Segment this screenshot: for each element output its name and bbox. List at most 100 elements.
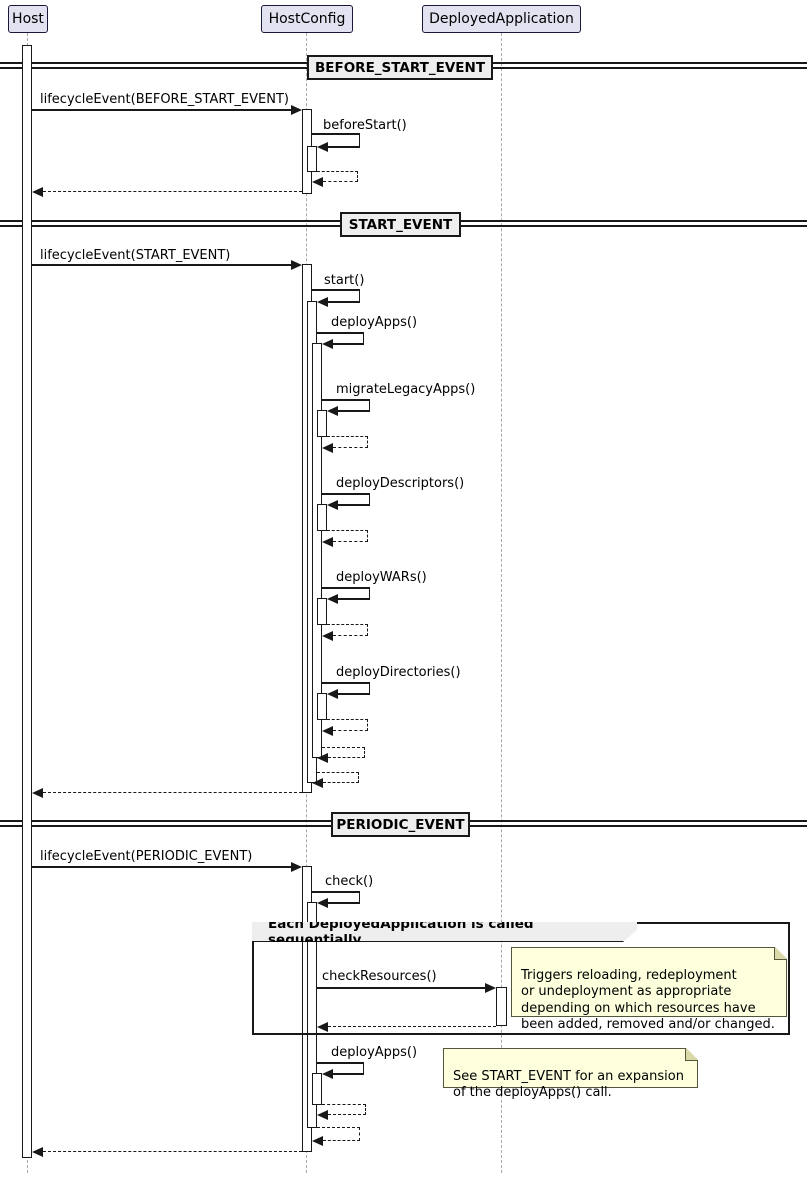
return-line — [367, 530, 368, 542]
return-line — [317, 772, 359, 773]
arrow-head — [312, 1136, 323, 1146]
return-line — [322, 1104, 366, 1105]
message-label: deployApps() — [331, 1045, 418, 1060]
message-line — [32, 866, 291, 868]
self-call-line — [368, 493, 370, 505]
arrow-head — [291, 105, 302, 115]
return-line — [333, 541, 368, 542]
self-call-line — [328, 146, 360, 148]
arrow-head — [322, 726, 333, 736]
arrow-head — [322, 443, 333, 453]
arrow-head — [317, 297, 328, 307]
return-line — [333, 730, 368, 731]
activation-deploy-apps-periodic — [312, 1073, 322, 1105]
self-call-line — [338, 504, 370, 506]
activation-deploy-directories — [317, 693, 327, 720]
return-line — [317, 171, 358, 172]
return-line — [323, 782, 359, 783]
note-check-resources: Triggers reloading, redeployment or unde… — [511, 947, 787, 1032]
arrow-head — [291, 862, 302, 872]
participant-deployedapplication: DeployedApplication — [422, 5, 581, 33]
divider-start-event: START_EVENT — [340, 212, 461, 237]
self-call-line — [317, 1062, 364, 1064]
arrow-head — [317, 1022, 328, 1032]
return-line — [323, 181, 358, 182]
activation-migrate-legacy-apps — [317, 410, 327, 437]
return-line — [367, 719, 368, 731]
message-label: check() — [325, 874, 374, 889]
self-call-line — [368, 587, 370, 599]
message-line — [32, 264, 291, 266]
activation-deploy-descriptors — [317, 504, 327, 531]
self-call-line — [368, 399, 370, 411]
self-call-line — [362, 1062, 364, 1074]
return-line — [365, 1104, 366, 1115]
participant-hostconfig: HostConfig — [261, 5, 353, 33]
return-line — [327, 624, 368, 625]
lifeline-deployedapplication — [501, 33, 502, 1173]
divider-periodic-event: PERIODIC_EVENT — [331, 812, 470, 837]
return-line — [322, 747, 365, 748]
return-line — [43, 1151, 302, 1152]
self-call-line — [338, 598, 370, 600]
return-line — [43, 792, 302, 793]
self-call-line — [362, 332, 364, 344]
self-call-line — [338, 693, 370, 695]
activation-before-start — [307, 146, 317, 172]
self-call-line — [338, 410, 370, 412]
arrow-head — [322, 1069, 333, 1079]
message-label: lifecycleEvent(START_EVENT) — [40, 248, 231, 263]
self-call-line — [322, 399, 370, 401]
arrow-head — [317, 753, 328, 763]
divider-before-start-event: BEFORE_START_EVENT — [307, 55, 493, 80]
message-line — [317, 987, 485, 989]
message-line — [32, 109, 291, 111]
self-call-line — [312, 289, 360, 291]
arrow-head — [312, 778, 323, 788]
message-label: lifecycleEvent(BEFORE_START_EVENT) — [40, 92, 289, 107]
message-label: deployApps() — [331, 315, 418, 330]
arrow-head — [32, 788, 43, 798]
arrow-head — [322, 537, 333, 547]
arrow-head — [32, 1147, 43, 1157]
activation-host — [22, 45, 32, 1158]
message-label: deployDirectories() — [336, 665, 461, 680]
self-call-line — [328, 301, 360, 303]
self-call-line — [333, 1073, 364, 1075]
return-line — [43, 191, 302, 192]
note-deploy-apps: See START_EVENT for an expansion of the … — [443, 1048, 698, 1100]
self-call-line — [333, 343, 364, 345]
message-label: beforeStart() — [323, 118, 407, 133]
self-call-line — [328, 902, 360, 904]
return-line — [327, 719, 368, 720]
return-line — [333, 635, 368, 636]
group-frame-header: Each DeployedApplication is called seque… — [252, 922, 637, 942]
arrow-head — [32, 187, 43, 197]
arrow-head — [327, 406, 338, 416]
arrow-head — [322, 339, 333, 349]
message-label: migrateLegacyApps() — [336, 382, 476, 397]
self-call-line — [358, 891, 360, 903]
message-label: checkResources() — [322, 969, 437, 984]
return-line — [327, 530, 368, 531]
return-line — [358, 772, 359, 783]
message-label: deployDescriptors() — [336, 476, 465, 491]
arrow-head — [327, 689, 338, 699]
activation-check — [307, 902, 317, 1128]
message-label: deployWARs() — [336, 570, 427, 585]
self-call-line — [322, 587, 370, 589]
return-line — [317, 1127, 360, 1128]
arrow-head — [327, 500, 338, 510]
arrow-head — [327, 594, 338, 604]
return-line — [328, 1114, 366, 1115]
note-fold-icon — [774, 947, 787, 960]
arrow-head — [291, 260, 302, 270]
return-line — [328, 1026, 496, 1027]
self-call-line — [358, 133, 360, 147]
activation-deploy-wars — [317, 598, 327, 625]
self-call-line — [312, 133, 360, 135]
arrow-head — [317, 898, 328, 908]
self-call-line — [368, 682, 370, 694]
return-line — [367, 436, 368, 448]
activation-check-resources — [496, 987, 507, 1026]
